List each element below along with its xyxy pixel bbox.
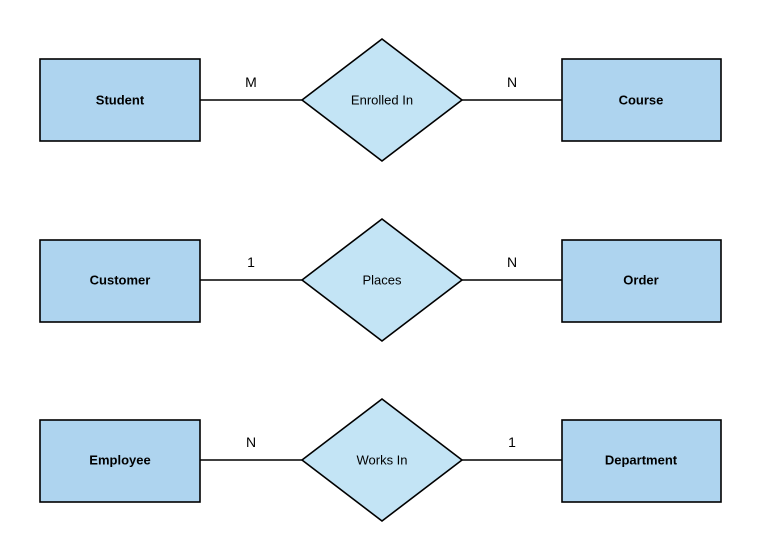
cardinality-label-student-side: M bbox=[245, 74, 257, 90]
relationship-diamond-works-in[interactable] bbox=[300, 397, 464, 523]
cardinality-label-order-side: N bbox=[506, 254, 518, 270]
relationship-label-places: Places bbox=[362, 272, 402, 288]
entity-label-student: Student bbox=[95, 92, 145, 108]
entity-label-employee: Employee bbox=[89, 452, 151, 468]
cardinality-label-customer-side: 1 bbox=[247, 254, 255, 270]
er-row-enrolled-in bbox=[39, 37, 722, 163]
cardinality-label-department-side: 1 bbox=[508, 434, 516, 450]
cardinality-label-employee-side: N bbox=[245, 434, 257, 450]
entity-box-order[interactable] bbox=[561, 239, 722, 323]
entity-label-order: Order bbox=[623, 272, 659, 288]
entity-box-course[interactable] bbox=[561, 58, 722, 142]
entity-box-student[interactable] bbox=[39, 58, 201, 142]
relationship-diamond-enrolled-in[interactable] bbox=[300, 37, 464, 163]
cardinality-label-course-side: N bbox=[506, 74, 518, 90]
relationship-diamond-places[interactable] bbox=[300, 217, 464, 343]
entity-box-employee[interactable] bbox=[39, 419, 201, 503]
entity-label-department: Department bbox=[604, 452, 678, 468]
entity-box-customer[interactable] bbox=[39, 239, 201, 323]
entity-box-department[interactable] bbox=[561, 419, 722, 503]
er-row-works-in bbox=[39, 397, 722, 523]
entity-label-customer: Customer bbox=[89, 272, 151, 288]
entity-label-course: Course bbox=[618, 92, 664, 108]
relationship-label-enrolled-in: Enrolled In bbox=[350, 92, 414, 108]
relationship-label-works-in: Works In bbox=[356, 452, 408, 468]
er-row-places bbox=[39, 217, 722, 343]
